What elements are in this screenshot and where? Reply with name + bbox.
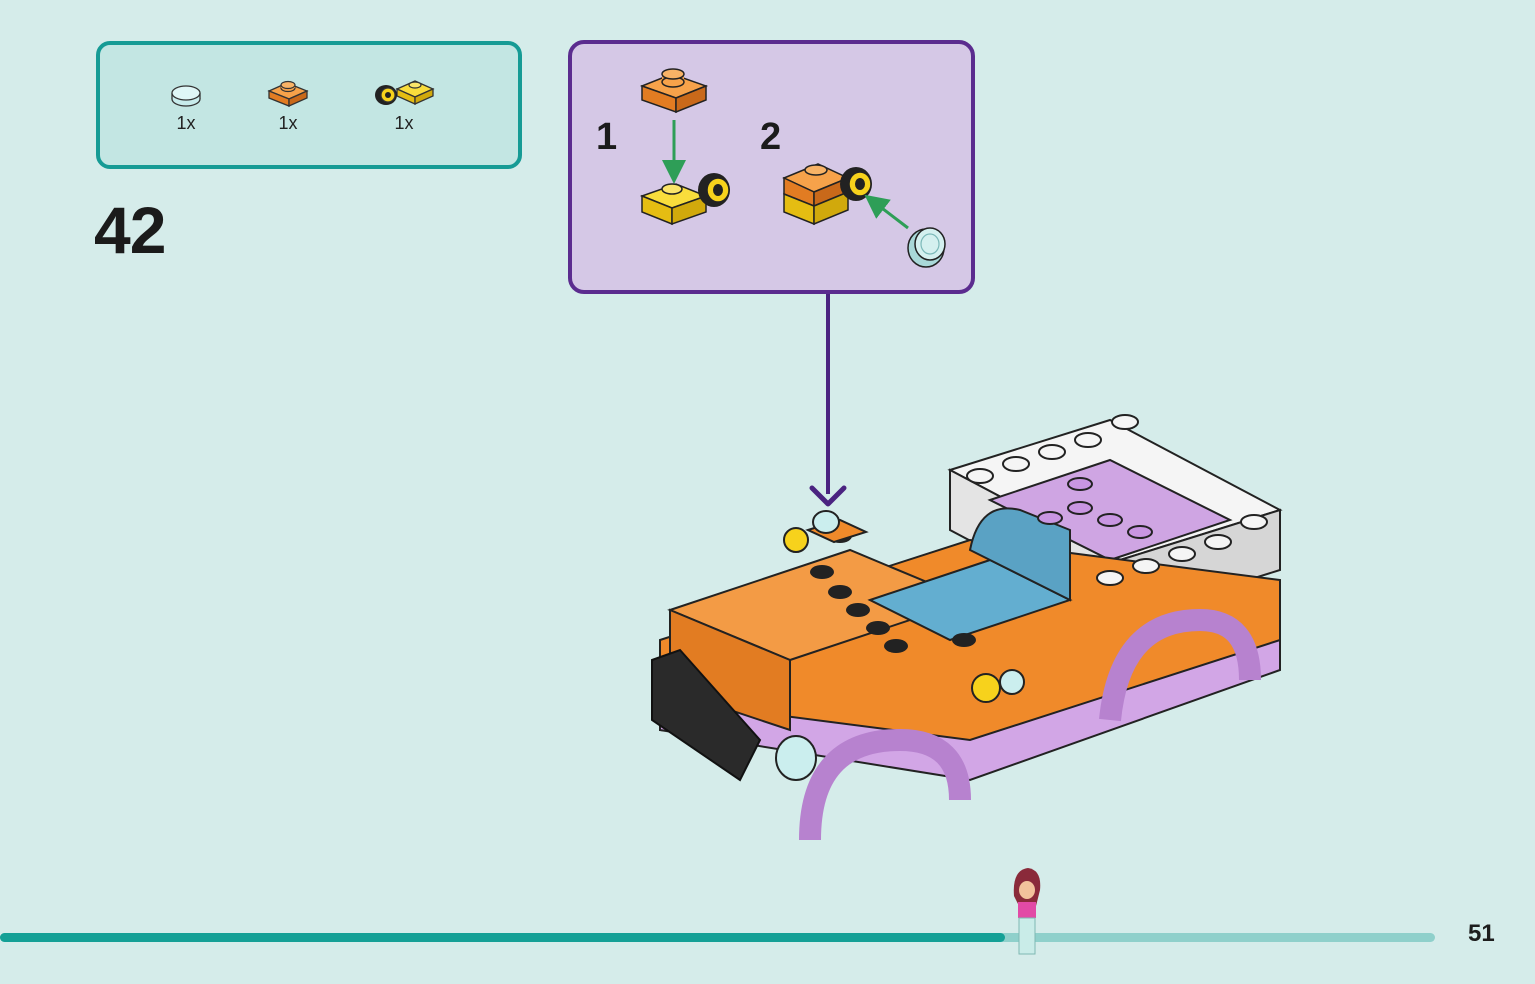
progress-fill <box>0 933 1005 942</box>
part-quantity: 1x <box>394 113 414 133</box>
part-item: 1x <box>248 75 328 134</box>
blue-seat <box>867 507 1073 642</box>
front-grille <box>651 648 817 782</box>
added-headlight-assembly <box>783 510 1025 703</box>
sub-step-number: 2 <box>760 116 782 158</box>
sub-step-number: 1 <box>596 116 618 158</box>
minifigure-progress-marker-icon <box>1013 868 1041 955</box>
part-quantity: 1x <box>278 113 298 133</box>
orange-plate-piece <box>639 68 709 114</box>
car-body <box>659 538 1281 782</box>
combined-assembly-piece <box>782 163 872 226</box>
yellow-wheel-holder-piece <box>639 173 730 226</box>
orange-plate-1x1-icon <box>267 80 309 108</box>
round-tile-piece <box>907 227 946 268</box>
trans-light-blue-round-tile-icon <box>171 85 201 107</box>
progress-bar <box>0 933 1435 942</box>
purple-studs <box>1037 477 1153 539</box>
sub-assembly-box: 1 2 <box>568 40 975 294</box>
step-number: 42 <box>94 193 166 267</box>
part-item: 1x <box>146 75 226 134</box>
wheel-arches <box>799 608 1261 841</box>
rear-frame-studs <box>966 414 1268 586</box>
callout-pointer-line <box>826 294 830 494</box>
yellow-wheel-holder-plate-icon <box>375 80 435 106</box>
sub-assembly-illustration <box>639 68 946 268</box>
car-model-illustration <box>651 414 1283 841</box>
part-item: 1x <box>364 75 444 134</box>
part-quantity: 1x <box>176 113 196 133</box>
parts-list-box: 1x 1x 1x <box>96 41 522 169</box>
page-number: 51 <box>1468 920 1495 947</box>
callout-arrowhead-icon <box>809 485 847 507</box>
